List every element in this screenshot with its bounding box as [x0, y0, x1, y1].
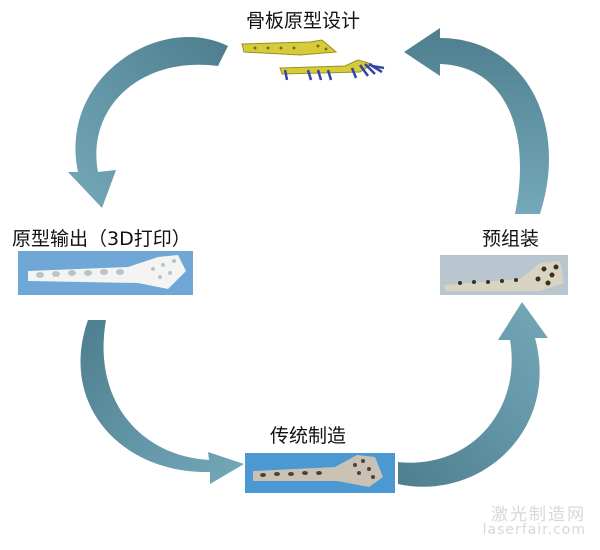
arrow-design-to-print — [68, 36, 228, 208]
watermark-url: laserfair.com — [482, 522, 586, 538]
arrow-preassembly-to-design — [404, 28, 549, 214]
traditional-plate-photo — [245, 453, 395, 493]
preassembled-plate-photo — [440, 255, 568, 295]
watermark-title: 激光制造网 — [491, 505, 586, 525]
arrow-traditional-to-preassembly — [398, 302, 548, 487]
stage-label-preassembly: 预组装 — [482, 228, 540, 250]
printed-plate-photo — [18, 251, 193, 295]
stage-label-design: 骨板原型设计 — [246, 10, 361, 32]
stage-label-print: 原型输出（3D打印） — [12, 228, 191, 250]
arrow-print-to-traditional — [80, 320, 244, 484]
stage-label-traditional: 传统制造 — [270, 425, 347, 447]
